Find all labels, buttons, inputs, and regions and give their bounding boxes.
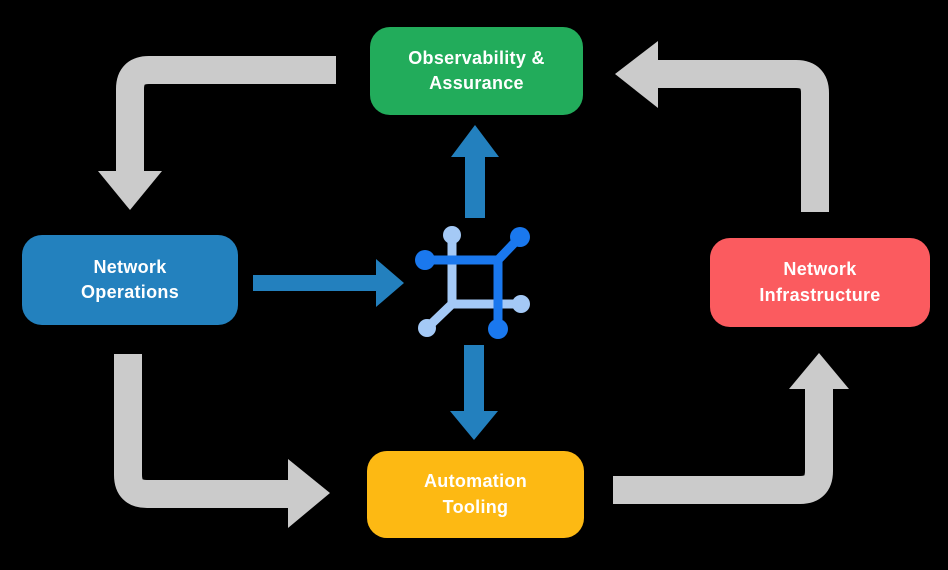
icon-light-node-right xyxy=(512,295,530,313)
node-observability-assurance: Observability & Assurance xyxy=(370,27,583,115)
node-automation-tooling: Automation Tooling xyxy=(367,451,584,538)
cycle-arrow-infrastructure-to-observability xyxy=(615,41,829,212)
icon-light-node-top xyxy=(443,226,461,244)
cycle-arrow-observability-to-operations xyxy=(98,56,336,210)
node-network-infrastructure: Network Infrastructure xyxy=(710,238,930,327)
flow-arrow-center-to-observability xyxy=(451,125,499,218)
arrow-head-down xyxy=(450,411,498,440)
arrow-head-down xyxy=(98,171,162,210)
flow-arrow-operations-to-center xyxy=(253,259,404,307)
arrow-head-up xyxy=(451,125,499,157)
network-mesh-icon xyxy=(415,226,530,339)
icon-dark-node-bottom xyxy=(488,319,508,339)
node-infrastructure-label: Network Infrastructure xyxy=(759,259,881,305)
flow-arrow-center-to-automation xyxy=(450,345,498,440)
arrow-shaft xyxy=(116,56,336,172)
arrow-head-left xyxy=(615,41,658,108)
icon-light-node-bottom-left xyxy=(418,319,436,337)
node-network-operations: Network Operations xyxy=(22,235,238,325)
arrow-head-right xyxy=(376,259,404,307)
cycle-arrow-automation-to-infrastructure xyxy=(613,353,849,504)
node-observability-label: Observability & Assurance xyxy=(408,47,545,93)
arrow-shaft xyxy=(613,388,833,504)
arrow-shaft xyxy=(658,60,829,212)
cycle-arrow-operations-to-automation xyxy=(114,354,330,528)
arrow-head-right xyxy=(288,459,330,528)
arrow-shaft xyxy=(114,354,288,508)
node-automation-label: Automation Tooling xyxy=(424,471,527,517)
arrow-head-up xyxy=(789,353,849,389)
node-operations-label: Network Operations xyxy=(80,256,180,302)
icon-dark-node-top-right xyxy=(510,227,530,247)
icon-dark-node-left xyxy=(415,250,435,270)
